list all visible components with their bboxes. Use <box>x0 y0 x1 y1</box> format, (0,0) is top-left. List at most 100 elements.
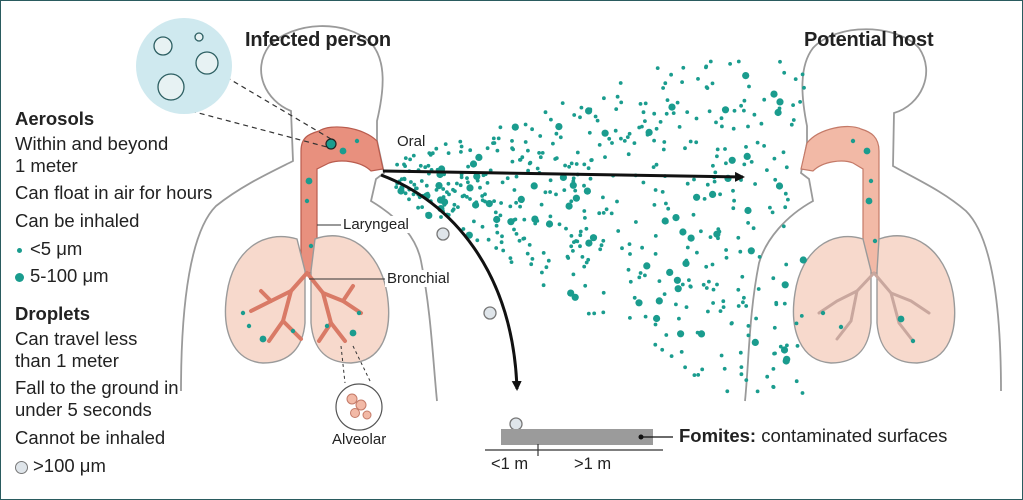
aerosol-particle <box>561 101 565 105</box>
aerosol-particle <box>768 206 772 210</box>
aerosol-particle <box>711 82 715 86</box>
aerosol-particle <box>653 203 657 207</box>
aerosol-particle <box>453 189 457 193</box>
oral-label: Oral <box>395 133 427 150</box>
aerosol-particle <box>619 101 623 105</box>
aerosol-particle <box>790 123 794 127</box>
aerosol-particle <box>466 184 473 191</box>
aerosol-particle <box>686 246 690 250</box>
aerosol-particle <box>721 299 725 303</box>
aerosol-particle <box>444 142 448 146</box>
aerosol-particle <box>800 256 807 263</box>
aerosol-particle <box>425 212 432 219</box>
aerosol-particle <box>747 85 751 89</box>
legend-small-aerosol: <5 μm <box>17 238 82 260</box>
aerosol-particle <box>680 80 684 84</box>
aerosol-particle <box>655 127 659 131</box>
aerosol-particle <box>711 164 715 168</box>
aerosol-particle <box>515 175 519 179</box>
aerosol-particle <box>772 367 776 371</box>
aerosol-particle <box>540 271 544 275</box>
aerosol-particle <box>643 274 647 278</box>
aerosol-particle <box>709 60 713 64</box>
aerosol-particle <box>756 141 760 145</box>
aerosol-particle <box>706 183 710 187</box>
aerosol-particle <box>664 333 668 337</box>
aerosol-particle <box>695 117 699 121</box>
aerosol-particle <box>408 158 412 162</box>
aerosol-particle <box>723 367 727 371</box>
aerosol-particle <box>247 324 251 328</box>
aerosol-particle <box>462 194 466 198</box>
aerosol-particle <box>447 182 451 186</box>
bronchial-label: Bronchial <box>385 270 452 287</box>
aerosol-particle <box>578 115 582 119</box>
laryngeal-label: Laryngeal <box>341 216 411 233</box>
aerosol-particle <box>791 103 795 107</box>
aerosol-particle <box>499 214 503 218</box>
aerosol-particle <box>403 164 407 168</box>
aerosol-particle <box>415 187 419 191</box>
aerosol-particle <box>774 301 778 305</box>
aerosol-particle <box>610 212 614 216</box>
aerosol-particle <box>582 184 586 188</box>
droplets-line: Can travel less <box>15 328 137 350</box>
aerosol-particle <box>596 119 600 123</box>
aerosol-particle <box>746 221 750 225</box>
aerosol-particle <box>575 162 579 166</box>
aerosol-particle <box>866 198 873 205</box>
aerosol-particle <box>716 148 720 152</box>
aerosol-particle <box>460 175 464 179</box>
aerosol-particle <box>412 154 416 158</box>
aerosols-line: 1 meter <box>15 155 78 177</box>
aerosol-particle <box>623 139 627 143</box>
droplet <box>510 418 522 430</box>
aerosol-particle <box>447 151 451 155</box>
aerosol-particle <box>633 296 637 300</box>
aerosol-particle <box>743 99 747 103</box>
aerosol-particle <box>712 288 716 292</box>
aerosol-particle <box>524 123 528 127</box>
aerosol-particle <box>554 193 558 197</box>
aerosol-particle <box>584 188 591 195</box>
aerosol-particle <box>693 194 700 201</box>
aerosol-particle <box>693 373 697 377</box>
aerosol-particle <box>742 109 746 113</box>
aerosol-particle <box>614 129 618 133</box>
aerosol-particle <box>792 118 796 122</box>
aerosol-particle <box>784 263 788 267</box>
aerosol-particle <box>679 228 686 235</box>
aerosol-particle <box>739 178 743 182</box>
aerosol-particle <box>682 260 689 267</box>
aerosol-particle <box>531 257 535 261</box>
aerosol-particle <box>602 130 609 137</box>
aerosol-particle <box>509 256 513 260</box>
aerosol-particle <box>692 213 696 217</box>
aerosol-particle <box>720 125 724 129</box>
fomites-bold: Fomites: <box>679 425 756 446</box>
aerosol-particle <box>771 276 775 280</box>
aerosol-particle <box>659 120 663 124</box>
aerosol-particle <box>570 162 574 166</box>
magnifier-line-upper <box>226 77 331 139</box>
aerosol-particle <box>661 190 665 194</box>
aerosol-particle <box>582 163 586 167</box>
droplet <box>437 228 449 240</box>
aerosol-particle <box>605 207 609 211</box>
aerosol-particle <box>654 234 658 238</box>
aerosol-particle <box>575 240 579 244</box>
aerosol-particle <box>572 240 576 244</box>
aerosol-particle <box>451 209 455 213</box>
aerosol-particle <box>654 323 658 327</box>
aerosol-particle <box>781 346 788 353</box>
aerosol-particle <box>510 260 514 264</box>
aerosol-particle <box>407 197 411 201</box>
aerosol-particle <box>475 154 482 161</box>
aerosol-particle <box>670 354 674 358</box>
aerosol-particle <box>674 277 681 284</box>
aerosol-particle <box>666 207 670 211</box>
aerosol-particle <box>627 152 631 156</box>
aerosol-particle <box>732 127 736 131</box>
aerosol-particle <box>555 123 562 130</box>
